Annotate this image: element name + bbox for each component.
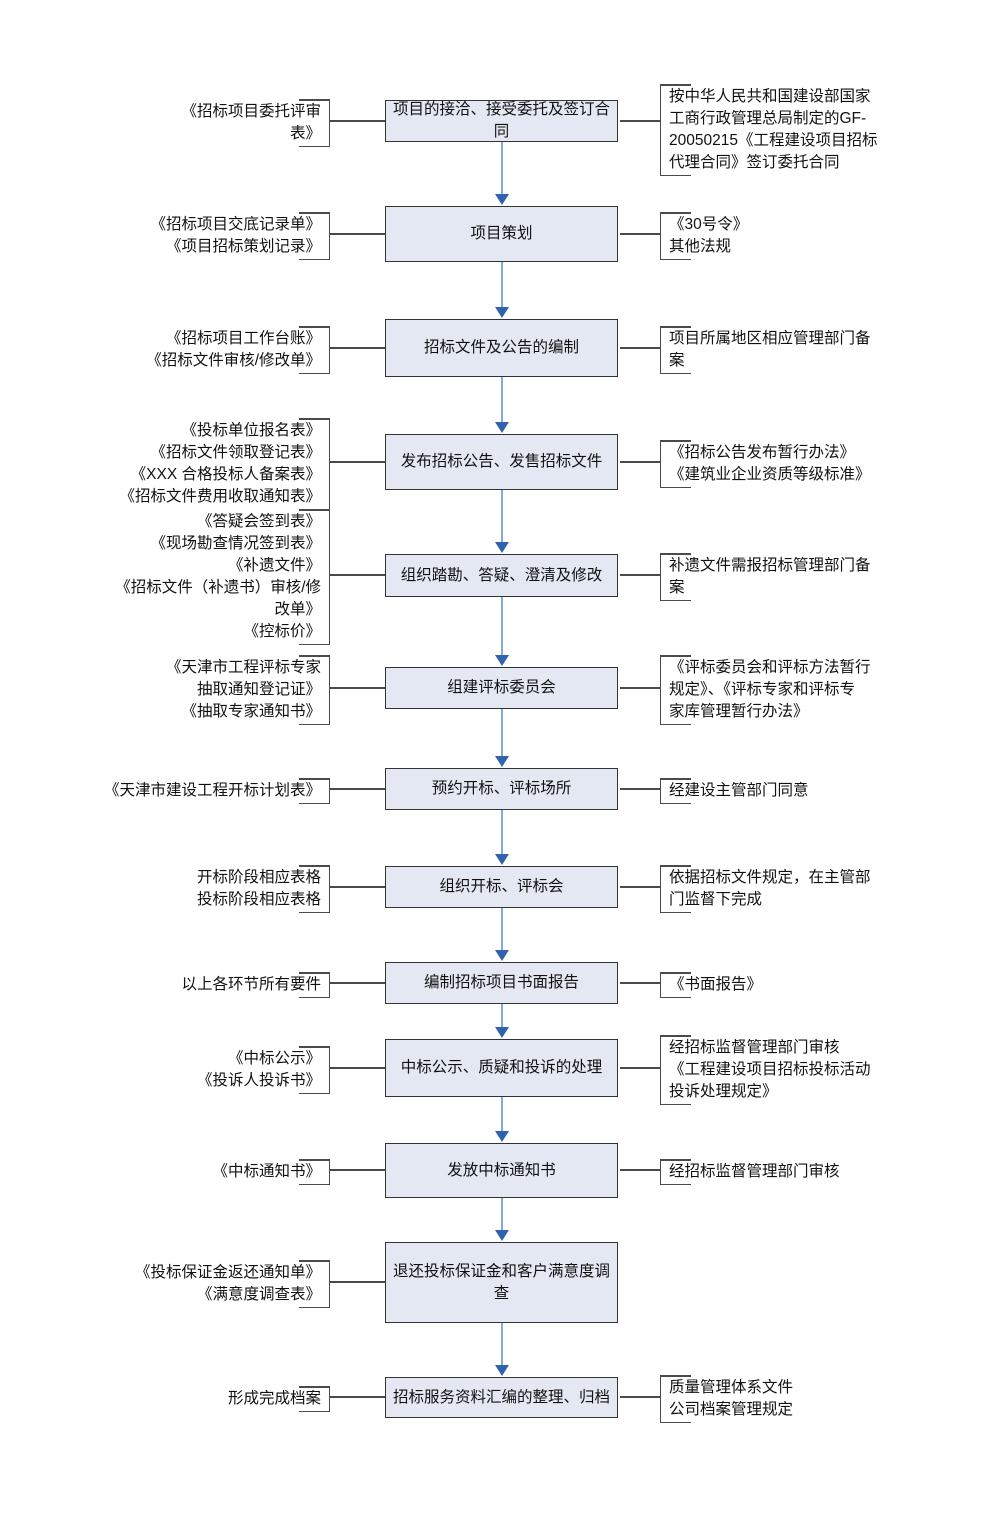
step-9-left-docs: 以上各环节所有要件 (181, 972, 330, 998)
step-5-left-connector (330, 574, 385, 576)
step-4-box-label: 发布招标公告、发售招标文件 (400, 453, 603, 470)
step-3-right-connector (620, 347, 660, 349)
step-13-left-connector (330, 1396, 385, 1398)
step-7-box-label: 预约开标、评标场所 (431, 780, 572, 797)
step-8-box-label: 组织开标、评标会 (439, 878, 564, 895)
step-9-right-note: 《书面报告》 (660, 972, 762, 998)
step-4-right-note: 《招标公告发布暂行办法》 《建筑业企业资质等级标准》 (660, 440, 871, 488)
step-12-box-label: 退还投标保证金和客户满意度调查 (392, 1262, 610, 1302)
step-9-right-connector (620, 982, 660, 984)
down-arrow-7 (494, 810, 510, 865)
step-8-left-docs: 开标阶段相应表格 投标阶段相应表格 (197, 865, 330, 913)
step-7-right-connector (620, 788, 660, 790)
step-5-box-label: 组织踏勘、答疑、澄清及修改 (400, 566, 603, 584)
step-10-box-label: 中标公示、质疑和投诉的处理 (400, 1059, 603, 1076)
step-5-right-note: 补遗文件需报招标管理部门备 案 (660, 553, 871, 601)
step-11-right-note: 经招标监督管理部门审核 (660, 1159, 840, 1185)
down-arrow-8 (494, 908, 510, 961)
step-1-left-connector (330, 120, 385, 122)
step-2-box-label: 项目策划 (470, 225, 533, 242)
step-10-right-note: 经招标监督管理部门审核 《工程建设项目招标投标活动 投诉处理规定》 (660, 1035, 871, 1105)
step-11-right-connector (620, 1169, 660, 1171)
down-arrow-1 (494, 142, 510, 205)
step-12-left-docs: 《投标保证金返还通知单》 《满意度调查表》 (135, 1260, 330, 1308)
step-10-left-docs: 《中标公示》 《投诉人投诉书》 (197, 1046, 330, 1094)
step-11-left-docs: 《中标通知书》 (212, 1159, 330, 1185)
step-5-box: 组织踏勘、答疑、澄清及修改 (385, 554, 618, 597)
step-4-left-docs: 《投标单位报名表》 《招标文件领取登记表》 《XXX 合格投标人备案表》 《招标… (119, 418, 330, 510)
step-6-right-note: 《评标委员会和评标方法暂行 规定》、《评标专家和评标专 家库管理暂行办法》 (660, 655, 871, 725)
step-8-right-note: 依据招标文件规定，在主管部 门监督下完成 (660, 865, 871, 913)
step-13-box: 招标服务资料汇编的整理、归档 (385, 1377, 618, 1418)
down-arrow-4 (494, 490, 510, 553)
step-5-left-docs: 《答疑会签到表》 《现场勘查情况签到表》 《补遗文件》 《招标文件（补遗书）审核… (115, 509, 330, 645)
down-arrow-9 (494, 1004, 510, 1038)
step-7-left-connector (330, 788, 385, 790)
step-11-box-label: 发放中标通知书 (447, 1161, 556, 1179)
step-4-box: 发布招标公告、发售招标文件 (385, 434, 618, 490)
step-9-box-label: 编制招标项目书面报告 (423, 974, 579, 991)
step-12-left-connector (330, 1281, 385, 1283)
step-5-right-connector (620, 574, 660, 576)
step-3-box: 招标文件及公告的编制 (385, 319, 618, 377)
step-2-right-connector (620, 233, 660, 235)
step-1-right-connector (620, 120, 660, 122)
step-3-box-label: 招标文件及公告的编制 (423, 339, 579, 356)
step-13-right-note: 质量管理体系文件 公司档案管理规定 (660, 1375, 793, 1423)
step-13-box-label: 招标服务资料汇编的整理、归档 (392, 1388, 610, 1406)
step-8-left-connector (330, 886, 385, 888)
step-8-right-connector (620, 886, 660, 888)
step-6-box-label: 组建评标委员会 (447, 679, 556, 696)
step-2-right-note: 《30号令》 其他法规 (660, 212, 748, 260)
step-8-box: 组织开标、评标会 (385, 866, 618, 908)
down-arrow-11 (494, 1198, 510, 1241)
step-6-right-connector (620, 687, 660, 689)
step-10-right-connector (620, 1067, 660, 1069)
step-9-box: 编制招标项目书面报告 (385, 962, 618, 1004)
step-10-left-connector (330, 1067, 385, 1069)
down-arrow-12 (494, 1323, 510, 1376)
step-2-left-docs: 《招标项目交底记录单》 《项目招标策划记录》 (150, 212, 330, 260)
step-1-right-note: 按中华人民共和国建设部国家 工商行政管理总局制定的GF- 20050215《工程… (660, 84, 877, 176)
down-arrow-2 (494, 262, 510, 318)
step-6-left-docs: 《天津市工程评标专家 抽取通知登记证》 《抽取专家通知书》 (166, 655, 330, 725)
step-11-box: 发放中标通知书 (385, 1143, 618, 1198)
step-2-left-connector (330, 233, 385, 235)
step-2-box: 项目策划 (385, 206, 618, 262)
step-1-box: 项目的接洽、接受委托及签订合同 (385, 100, 618, 142)
down-arrow-3 (494, 377, 510, 433)
step-6-box: 组建评标委员会 (385, 667, 618, 709)
step-7-box: 预约开标、评标场所 (385, 768, 618, 810)
step-10-box: 中标公示、质疑和投诉的处理 (385, 1039, 618, 1097)
down-arrow-6 (494, 709, 510, 767)
step-9-left-connector (330, 982, 385, 984)
step-4-right-connector (620, 461, 660, 463)
step-11-left-connector (330, 1169, 385, 1171)
step-1-left-docs: 《招标项目委托评审 表》 (181, 99, 330, 147)
step-7-right-note: 经建设主管部门同意 (660, 778, 809, 804)
step-3-right-note: 项目所属地区相应管理部门备 案 (660, 326, 871, 374)
step-3-left-connector (330, 347, 385, 349)
step-12-box: 退还投标保证金和客户满意度调查 (385, 1242, 618, 1323)
step-6-left-connector (330, 687, 385, 689)
step-1-box-label: 项目的接洽、接受委托及签订合同 (392, 101, 610, 140)
step-3-left-docs: 《招标项目工作台账》 《招标文件审核/修改单》 (146, 326, 330, 374)
step-13-left-docs: 形成完成档案 (228, 1386, 330, 1412)
step-13-right-connector (620, 1396, 660, 1398)
down-arrow-10 (494, 1097, 510, 1142)
step-4-left-connector (330, 461, 385, 463)
down-arrow-5 (494, 597, 510, 666)
step-7-left-docs: 《天津市建设工程开标计划表》 (104, 778, 330, 804)
